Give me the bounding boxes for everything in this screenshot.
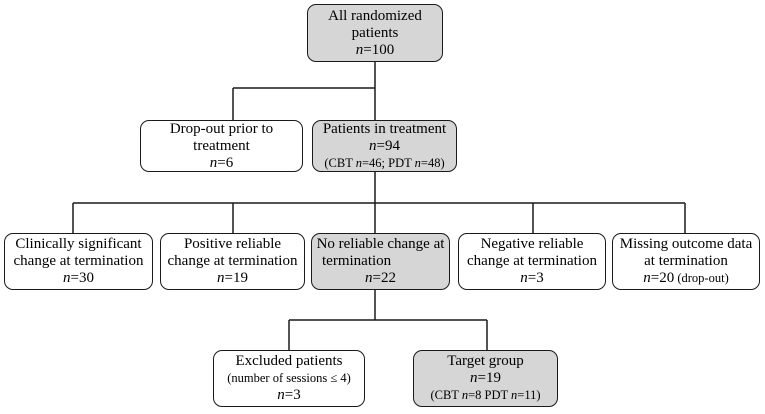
- n-symbol: n: [511, 388, 518, 402]
- excluded-subtitle: (number of sessions ≤ 4): [227, 371, 351, 385]
- n-symbol: n: [470, 370, 478, 386]
- missing-outcome-box: Missing outcome data at termination n=20…: [612, 233, 760, 290]
- count-value: =94: [376, 137, 400, 154]
- all-randomized-box: All randomized patients n=100: [307, 4, 443, 62]
- detail-suffix: =48): [420, 155, 445, 170]
- positive-reliable-subtitle: change at termination: [167, 253, 298, 269]
- negative-reliable-count: n=3: [520, 270, 543, 287]
- detail-prefix: (CBT: [430, 388, 462, 402]
- dropout-prior-subtitle: treatment: [193, 137, 250, 154]
- all-randomized-count: n=100: [356, 42, 394, 59]
- n-symbol: n: [520, 270, 528, 286]
- count-value: =3: [284, 387, 301, 403]
- n-symbol: n: [414, 155, 421, 170]
- no-reliable-title: No reliable change at: [316, 236, 445, 252]
- clinically-significant-box: Clinically significant change at termina…: [4, 233, 153, 290]
- positive-reliable-count: n=19: [217, 270, 248, 287]
- count-value: =100: [363, 41, 395, 58]
- no-reliable-box: No reliable change at termination n=22: [311, 233, 450, 290]
- excluded-title: Excluded patients: [235, 353, 343, 369]
- missing-outcome-subtitle: at termination: [644, 253, 728, 269]
- target-group-count: n=19: [470, 370, 501, 387]
- no-reliable-count: n=22: [365, 270, 396, 287]
- detail-mid: =46; PDT: [361, 155, 415, 170]
- detail-mid: =8 PDT: [468, 388, 512, 402]
- count-value: =19: [477, 370, 501, 386]
- missing-outcome-title: Missing outcome data: [619, 236, 753, 252]
- n-symbol: n: [217, 270, 225, 286]
- n-symbol: n: [277, 387, 285, 403]
- negative-reliable-subtitle: change at termination: [467, 253, 597, 269]
- n-symbol: n: [365, 270, 373, 286]
- all-randomized-subtitle: patients: [351, 24, 399, 41]
- positive-reliable-box: Positive reliable change at termination …: [160, 233, 305, 290]
- negative-reliable-box: Negative reliable change at termination …: [458, 233, 606, 290]
- dropout-note: (drop-out): [674, 271, 729, 285]
- clinically-significant-count: n=30: [63, 270, 94, 287]
- target-group-box: Target group n=19 (CBT n=8 PDT n=11): [413, 350, 558, 407]
- in-treatment-count: n=94: [369, 138, 400, 155]
- excluded-box: Excluded patients (number of sessions ≤ …: [213, 350, 365, 407]
- clinically-significant-title: Clinically significant: [15, 236, 142, 252]
- target-group-title: Target group: [447, 353, 524, 369]
- missing-outcome-count: n=20 (drop-out): [643, 270, 728, 287]
- positive-reliable-title: Positive reliable: [183, 236, 282, 252]
- n-symbol: n: [63, 270, 71, 286]
- dropout-prior-count: n=6: [210, 155, 233, 172]
- clinically-significant-subtitle: change at termination: [13, 253, 144, 269]
- dropout-prior-title: Drop-out prior to: [169, 120, 274, 137]
- count-value: =3: [527, 270, 544, 286]
- all-randomized-title: All randomized: [328, 7, 422, 24]
- target-group-detail: (CBT n=8 PDT n=11): [430, 387, 540, 404]
- n-symbol: n: [355, 155, 362, 170]
- count-value: =19: [224, 270, 248, 286]
- n-symbol: n: [209, 154, 218, 171]
- no-reliable-subtitle: termination: [322, 253, 392, 269]
- n-symbol: n: [369, 137, 377, 154]
- detail-suffix: =11): [517, 388, 541, 402]
- dropout-prior-box: Drop-out prior to treatment n=6: [140, 120, 303, 172]
- n-symbol: n: [355, 41, 364, 58]
- in-treatment-detail: (CBT n=46; PDT n=48): [324, 155, 444, 172]
- in-treatment-title: Patients in treatment: [322, 120, 447, 137]
- count-value: =30: [70, 270, 94, 286]
- detail-prefix: (CBT: [324, 155, 356, 170]
- excluded-count: n=3: [277, 387, 300, 404]
- count-value: =22: [372, 270, 396, 286]
- negative-reliable-title: Negative reliable: [480, 236, 584, 252]
- count-value: =6: [217, 154, 234, 171]
- n-symbol: n: [643, 270, 651, 286]
- count-value: =20: [650, 270, 675, 286]
- n-symbol: n: [461, 388, 469, 402]
- in-treatment-box: Patients in treatment n=94 (CBT n=46; PD…: [312, 120, 457, 172]
